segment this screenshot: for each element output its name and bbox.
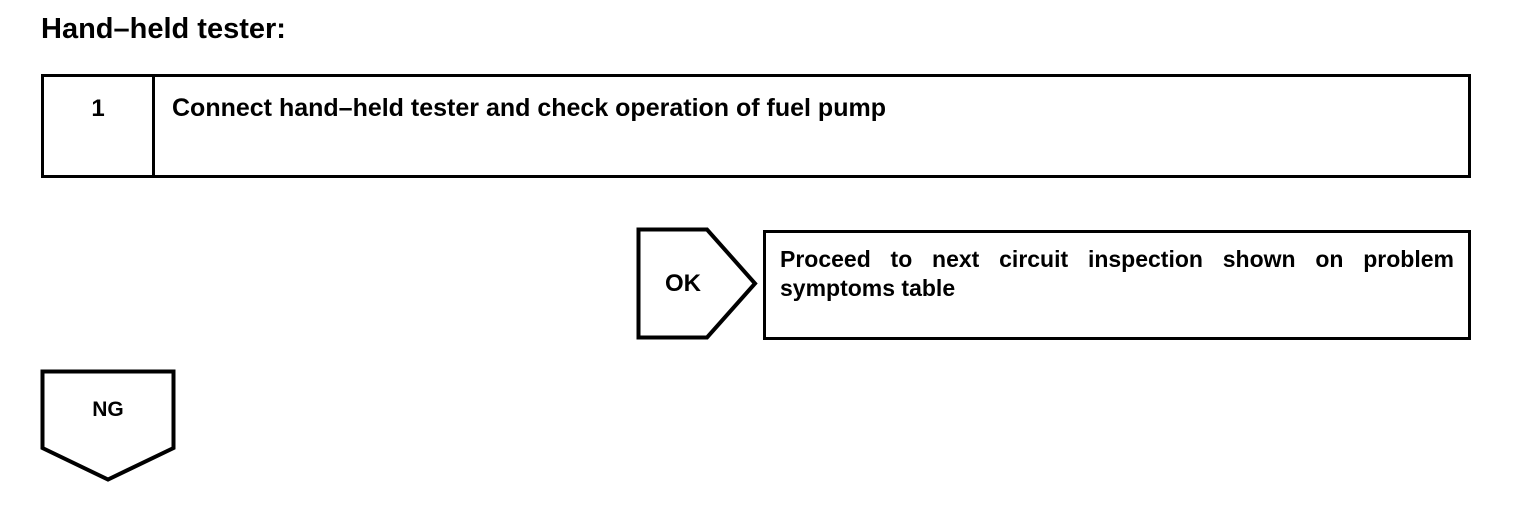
step-instruction-cell: Connect hand–held tester and check opera… [155, 77, 1468, 175]
step-number: 1 [91, 95, 105, 122]
branch-label-ok: OK [665, 269, 701, 297]
ok-outcome-text: Proceed to next circuit inspection shown… [780, 246, 1454, 301]
branch-marker-ok: OK [635, 226, 759, 341]
step-number-cell: 1 [44, 77, 155, 175]
page-title: Hand–held tester: [41, 13, 286, 45]
branch-label-ng: NG [92, 398, 124, 421]
pentagon-arrow-down-icon [40, 369, 176, 482]
ok-outcome-box: Proceed to next circuit inspection shown… [763, 230, 1471, 340]
pentagon-arrow-right-icon [636, 227, 758, 340]
branch-marker-ng: NG [39, 368, 177, 483]
step-instruction-text: Connect hand–held tester and check opera… [172, 94, 886, 122]
step-table: 1 Connect hand–held tester and check ope… [41, 74, 1471, 178]
